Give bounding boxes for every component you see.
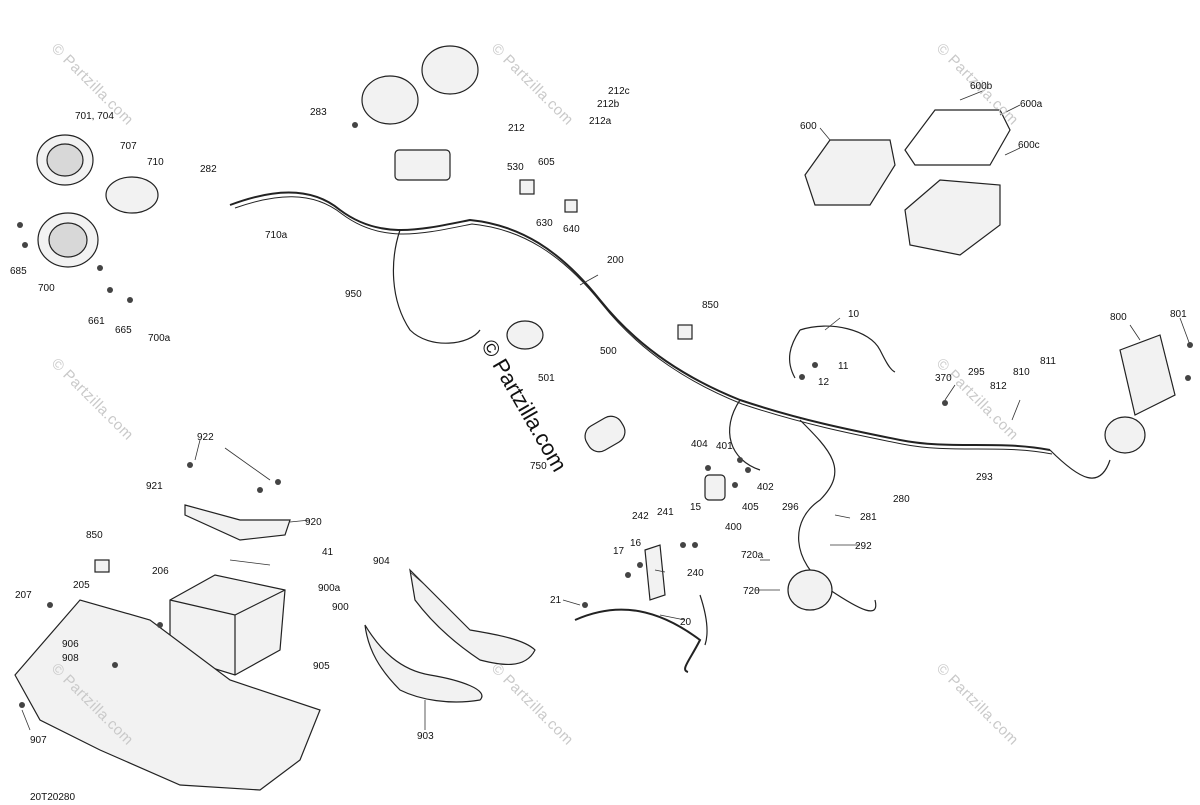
label-600a: 600a bbox=[1020, 99, 1043, 110]
fuse-850 bbox=[677, 324, 693, 340]
label-241: 241 bbox=[657, 507, 674, 518]
label-10: 10 bbox=[848, 309, 860, 320]
tray-905 bbox=[14, 599, 321, 791]
relay-750 bbox=[584, 415, 626, 453]
label-812: 812 bbox=[990, 381, 1007, 392]
label-907: 907 bbox=[30, 735, 47, 746]
label-685: 685 bbox=[10, 266, 27, 277]
label-41: 41 bbox=[322, 547, 334, 558]
label-500: 500 bbox=[600, 346, 617, 357]
module-800 bbox=[1119, 334, 1176, 416]
label-206: 206 bbox=[152, 566, 169, 577]
label-661: 661 bbox=[88, 316, 105, 327]
label-900: 900 bbox=[332, 602, 349, 613]
label-200: 200 bbox=[607, 255, 624, 266]
label-212: 212 bbox=[508, 123, 525, 134]
label-920: 920 bbox=[305, 517, 322, 528]
bracket-920 bbox=[184, 504, 291, 541]
label-212b: 212b bbox=[597, 99, 620, 110]
label-600b: 600b bbox=[970, 81, 993, 92]
label-402: 402 bbox=[757, 482, 774, 493]
label-850-bottom: 850 bbox=[86, 530, 103, 541]
label-12: 12 bbox=[818, 377, 830, 388]
label-242: 242 bbox=[632, 511, 649, 522]
label-292: 292 bbox=[855, 541, 872, 552]
fog-light-720 bbox=[787, 569, 833, 611]
label-811: 811 bbox=[1040, 356, 1056, 367]
label-17: 17 bbox=[613, 546, 625, 557]
label-282: 282 bbox=[200, 164, 217, 175]
label-295: 295 bbox=[968, 367, 985, 378]
label-600c: 600c bbox=[1018, 140, 1040, 151]
label-293: 293 bbox=[976, 472, 993, 483]
label-700: 700 bbox=[38, 283, 55, 294]
label-16: 16 bbox=[630, 538, 642, 549]
label-207: 207 bbox=[15, 590, 32, 601]
label-906: 906 bbox=[62, 639, 79, 650]
label-370: 370 bbox=[935, 373, 952, 384]
label-212a: 212a bbox=[589, 116, 612, 127]
label-212c: 212c bbox=[608, 86, 630, 97]
label-665: 665 bbox=[115, 325, 132, 336]
label-240: 240 bbox=[687, 568, 704, 579]
label-904: 904 bbox=[373, 556, 390, 567]
light-upper-left bbox=[361, 75, 419, 125]
label-905: 905 bbox=[313, 661, 330, 672]
label-900a: 900a bbox=[318, 583, 341, 594]
harness-10 bbox=[799, 325, 896, 373]
label-630: 630 bbox=[536, 218, 553, 229]
label-405: 405 bbox=[742, 502, 759, 513]
label-20: 20 bbox=[680, 617, 692, 628]
diagram-code: 20T20280 bbox=[30, 792, 76, 803]
label-400: 400 bbox=[725, 522, 742, 533]
label-950: 950 bbox=[345, 289, 362, 300]
module-600 bbox=[804, 139, 896, 206]
label-11: 11 bbox=[838, 361, 849, 372]
label-850-top: 850 bbox=[702, 300, 719, 311]
label-700a: 700a bbox=[148, 333, 171, 344]
label-922: 922 bbox=[197, 432, 214, 443]
connector-block bbox=[394, 149, 451, 181]
label-205: 205 bbox=[73, 580, 90, 591]
coil-500 bbox=[506, 320, 544, 350]
label-707: 707 bbox=[120, 141, 137, 152]
label-296: 296 bbox=[782, 502, 799, 513]
label-710a: 710a bbox=[265, 230, 288, 241]
label-720a: 720a bbox=[741, 550, 764, 561]
main-harness-200 bbox=[229, 191, 1051, 451]
label-903: 903 bbox=[417, 731, 434, 742]
label-404: 404 bbox=[691, 439, 708, 450]
label-640: 640 bbox=[563, 224, 580, 235]
cover-600a bbox=[904, 109, 1011, 166]
label-501: 501 bbox=[538, 373, 555, 384]
label-701-704: 701, 704 bbox=[75, 111, 114, 122]
label-530: 530 bbox=[507, 162, 524, 173]
cable-20 bbox=[574, 608, 702, 673]
label-710: 710 bbox=[147, 157, 164, 168]
label-401: 401 bbox=[716, 441, 733, 452]
bracket-240 bbox=[644, 544, 666, 601]
label-908: 908 bbox=[62, 653, 79, 664]
shield-903 bbox=[364, 624, 483, 703]
module-600-base bbox=[904, 179, 1001, 256]
label-280: 280 bbox=[893, 494, 910, 505]
shield-904 bbox=[409, 568, 536, 666]
light-710 bbox=[105, 176, 159, 214]
label-281: 281 bbox=[860, 512, 877, 523]
label-921: 921 bbox=[146, 481, 163, 492]
label-15: 15 bbox=[690, 502, 702, 513]
light-upper-right bbox=[421, 45, 479, 95]
label-801: 801 bbox=[1170, 309, 1187, 320]
horn bbox=[1104, 416, 1146, 454]
label-605: 605 bbox=[538, 157, 555, 168]
label-283: 283 bbox=[310, 107, 327, 118]
label-750: 750 bbox=[530, 461, 547, 472]
label-800: 800 bbox=[1110, 312, 1127, 323]
label-600: 600 bbox=[800, 121, 817, 132]
label-720: 720 bbox=[743, 586, 760, 597]
label-810: 810 bbox=[1013, 367, 1030, 378]
label-21: 21 bbox=[550, 595, 562, 606]
solenoid-400 bbox=[704, 474, 726, 501]
